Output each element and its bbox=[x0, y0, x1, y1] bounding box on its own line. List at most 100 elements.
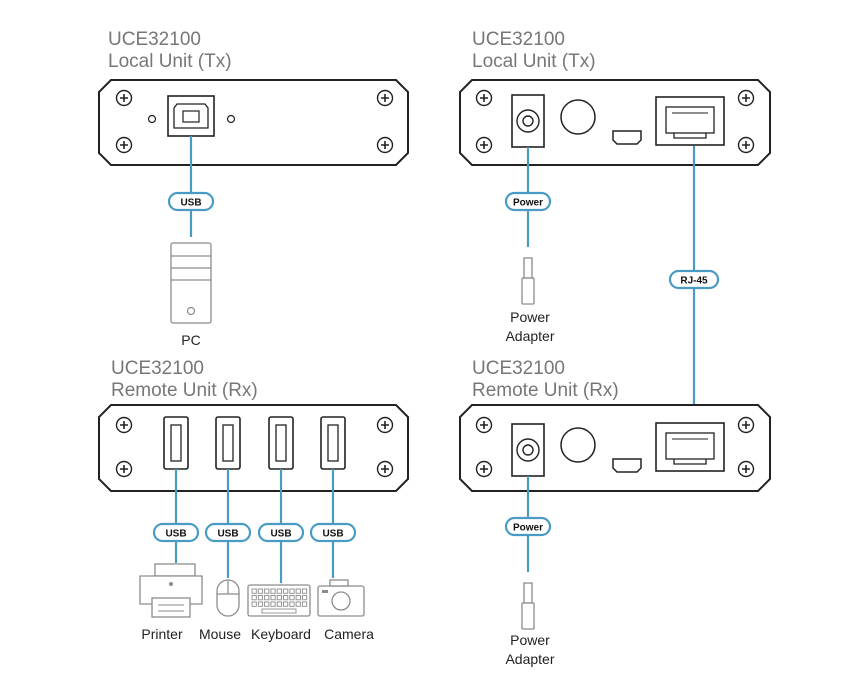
local-right-model: UCE32100 bbox=[472, 29, 565, 50]
keyboard-key bbox=[283, 601, 289, 607]
usb-label-keyboard: USB bbox=[257, 522, 305, 543]
pc-tower-icon bbox=[170, 242, 212, 324]
pc-label: PC bbox=[181, 332, 200, 348]
remote-unit-left: UCE32100 Remote Unit (Rx) bbox=[98, 358, 409, 492]
power-plug-icon bbox=[521, 257, 535, 305]
button-icon bbox=[560, 99, 596, 135]
remote-right-model: UCE32100 bbox=[472, 358, 565, 379]
keyboard-key bbox=[264, 588, 270, 594]
hdmi-port-icon bbox=[612, 458, 642, 473]
screw-icon bbox=[737, 136, 755, 154]
power-adapter-label-line2: Adapter bbox=[505, 328, 554, 344]
camera-label: Camera bbox=[324, 626, 374, 642]
usb-label-mouse: USB bbox=[204, 522, 252, 543]
local-unit-right: UCE32100 Local Unit (Tx) bbox=[459, 29, 771, 166]
screw-icon bbox=[475, 89, 493, 107]
screw-icon bbox=[475, 136, 493, 154]
usb-label-printer: USB bbox=[152, 522, 200, 543]
keyboard-key bbox=[257, 601, 264, 607]
screw-icon bbox=[115, 136, 133, 154]
remote-left-chassis bbox=[98, 404, 409, 492]
usb-label-camera: USB bbox=[309, 522, 357, 543]
dc-power-jack-icon bbox=[511, 94, 545, 148]
screw-icon bbox=[475, 460, 493, 478]
svg-text:USB: USB bbox=[165, 529, 186, 540]
camera-icon bbox=[317, 579, 365, 617]
svg-text:Power: Power bbox=[513, 198, 543, 209]
screw-icon bbox=[737, 416, 755, 434]
svg-text:Power: Power bbox=[513, 523, 543, 534]
usb-b-port-icon bbox=[167, 95, 215, 137]
keyboard-key bbox=[251, 588, 257, 594]
screw-icon bbox=[115, 416, 133, 434]
power-label-remote: Power bbox=[504, 516, 552, 537]
keyboard-key bbox=[264, 595, 270, 601]
keyboard-key bbox=[276, 595, 282, 601]
keyboard-key bbox=[295, 595, 301, 601]
power-label-local: Power bbox=[504, 191, 552, 212]
led-icon bbox=[226, 114, 236, 124]
keyboard-spacebar bbox=[261, 608, 297, 614]
power-plug-icon bbox=[521, 582, 535, 630]
led-icon bbox=[147, 114, 157, 124]
printer-label: Printer bbox=[141, 626, 183, 642]
remote-right-role: Remote Unit (Rx) bbox=[472, 380, 619, 401]
svg-text:RJ-45: RJ-45 bbox=[680, 276, 708, 287]
power-adapter-label-line1: Power bbox=[510, 632, 550, 648]
keyboard-key bbox=[295, 601, 301, 607]
power-adapter-label-line2: Adapter bbox=[505, 651, 554, 667]
mouse-label: Mouse bbox=[199, 626, 241, 642]
usb-a-port-icon bbox=[268, 416, 294, 470]
keyboard-key bbox=[301, 595, 308, 601]
screw-icon bbox=[376, 89, 394, 107]
keyboard-key bbox=[270, 588, 276, 594]
svg-text:USB: USB bbox=[180, 198, 201, 209]
local-right-role: Local Unit (Tx) bbox=[472, 51, 596, 72]
local-unit-left: UCE32100 Local Unit (Tx) bbox=[98, 29, 409, 166]
keyboard-key bbox=[270, 595, 276, 601]
keyboard-key bbox=[295, 588, 301, 594]
screw-icon bbox=[376, 416, 394, 434]
svg-text:USB: USB bbox=[322, 529, 343, 540]
keyboard-key bbox=[251, 601, 257, 607]
rj45-label: RJ-45 bbox=[668, 269, 720, 290]
local-left-model: UCE32100 bbox=[108, 29, 201, 50]
keyboard-key bbox=[289, 588, 295, 594]
remote-unit-right: UCE32100 Remote Unit (Rx) bbox=[459, 358, 771, 492]
local-left-role: Local Unit (Tx) bbox=[108, 51, 232, 72]
screw-icon bbox=[475, 416, 493, 434]
keyboard-icon bbox=[247, 584, 311, 617]
screw-icon bbox=[376, 136, 394, 154]
keyboard-key bbox=[289, 601, 295, 607]
keyboard-key bbox=[283, 588, 289, 594]
mouse-icon bbox=[216, 579, 240, 617]
dc-power-jack-icon bbox=[511, 423, 545, 477]
keyboard-key bbox=[270, 601, 276, 607]
local-left-chassis bbox=[98, 79, 409, 166]
power-adapter-label-line1: Power bbox=[510, 309, 550, 325]
screw-icon bbox=[376, 460, 394, 478]
remote-left-model: UCE32100 bbox=[111, 358, 204, 379]
keyboard-label: Keyboard bbox=[251, 626, 311, 642]
keyboard-key bbox=[264, 601, 270, 607]
keyboard-key bbox=[251, 595, 257, 601]
button-icon bbox=[560, 427, 596, 463]
usb-a-port-icon bbox=[215, 416, 241, 470]
rj45-port-icon bbox=[655, 96, 725, 146]
usb-a-port-icon bbox=[163, 416, 189, 470]
svg-text:USB: USB bbox=[270, 529, 291, 540]
rj45-port-icon bbox=[655, 422, 725, 472]
keyboard-key bbox=[276, 588, 282, 594]
svg-text:USB: USB bbox=[217, 529, 238, 540]
keyboard-key bbox=[257, 595, 264, 601]
keyboard-key bbox=[257, 588, 264, 594]
keyboard-key bbox=[301, 601, 308, 607]
screw-icon bbox=[115, 460, 133, 478]
screw-icon bbox=[737, 460, 755, 478]
keyboard-key bbox=[276, 601, 282, 607]
screw-icon bbox=[737, 89, 755, 107]
screw-icon bbox=[115, 89, 133, 107]
keyboard-key bbox=[283, 595, 289, 601]
usb-a-port-icon bbox=[320, 416, 346, 470]
remote-left-role: Remote Unit (Rx) bbox=[111, 380, 258, 401]
